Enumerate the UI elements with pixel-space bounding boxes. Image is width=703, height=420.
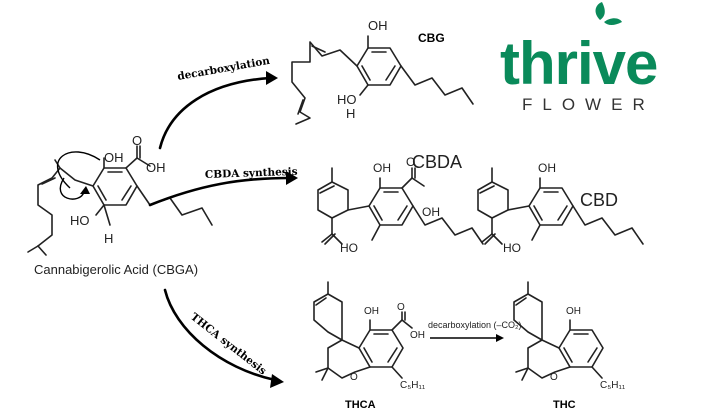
thc-name: THC: [553, 399, 576, 411]
thca-name: THCA: [345, 399, 376, 411]
thc-ring-o: O: [550, 372, 558, 383]
cbg-oh: OH: [368, 18, 388, 33]
cbda-synthesis-arrow: CBDA synthesis: [148, 166, 298, 207]
cbga-cooh-oh: OH: [146, 160, 166, 175]
thca-to-thc-label: decarboxylation (–CO₂): [428, 320, 522, 330]
thca-acid-o: O: [397, 302, 405, 313]
cbda-structure: OH O OH HO CBDA: [317, 152, 484, 255]
cbg-ho: HO: [337, 92, 357, 107]
cbd-ho: HO: [503, 241, 521, 255]
thca-structure: OH O OH C₅H₁₁ O THCA: [313, 281, 426, 411]
cbga-name: Cannabigerolic Acid (CBGA): [34, 262, 198, 277]
cbg-structure: OH HO H CBG: [291, 18, 474, 125]
thca-to-thc-arrow: decarboxylation (–CO₂): [428, 320, 522, 342]
thrive-flower-logo: thrive FLOWER: [500, 2, 658, 114]
decarboxylation-arrow: decarboxylation: [158, 55, 278, 150]
cbda-name: CBDA: [412, 152, 462, 172]
cbd-name: CBD: [580, 190, 618, 210]
cbga-ho: HO: [70, 213, 90, 228]
thca-synthesis-arrow: THCA synthesis: [163, 288, 284, 388]
cbga-cooh-o: O: [132, 133, 142, 148]
cbga-h: H: [104, 231, 113, 246]
cbda-oh: OH: [373, 161, 391, 175]
thca-acid-oh: OH: [410, 330, 425, 341]
cbda-acid-oh: OH: [422, 205, 440, 219]
leaf-icon-2: [604, 18, 622, 25]
cbda-synthesis-label: CBDA synthesis: [205, 166, 298, 181]
cbga-oh-top: OH: [104, 150, 124, 165]
leaf-icon: [595, 2, 605, 20]
thc-c5h11: C₅H₁₁: [600, 380, 626, 391]
cbda-ho: HO: [340, 241, 358, 255]
logo-sub: FLOWER: [522, 95, 655, 114]
cbd-oh: OH: [538, 161, 556, 175]
thca-oh: OH: [364, 306, 379, 317]
cbd-structure: OH HO CBD: [477, 161, 644, 255]
thca-c5h11: C₅H₁₁: [400, 380, 426, 391]
cbg-h: H: [346, 106, 355, 121]
cbga-structure: OH O OH HO H Cannabigerolic Acid (CBGA): [27, 133, 213, 277]
cbg-name: CBG: [418, 31, 445, 45]
thca-ring-o: O: [350, 372, 358, 383]
thc-oh: OH: [566, 306, 581, 317]
cbda-o: O: [406, 155, 415, 169]
logo-word: thrive: [500, 30, 657, 97]
thc-structure: OH C₅H₁₁ O THC: [513, 281, 626, 411]
